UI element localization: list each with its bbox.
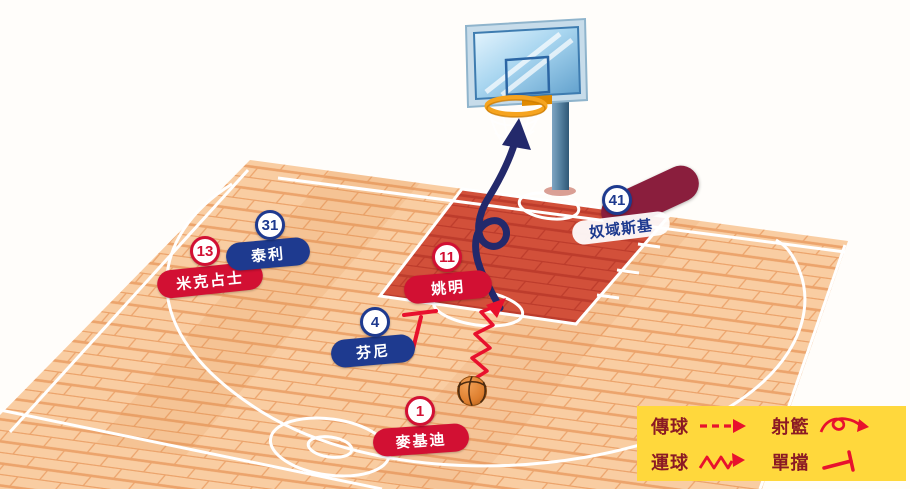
rim — [484, 95, 548, 117]
legend-label-pass: 傳球 — [651, 416, 689, 437]
player-marker-41: 41 奴域斯基 — [570, 159, 710, 248]
player-marker-13: 13 米克占士 — [155, 236, 267, 300]
legend-box: 傳球 射籃 運球 單擋 — [637, 406, 906, 481]
player-number-badge: 11 — [432, 242, 462, 272]
player-number-badge: 31 — [255, 210, 285, 240]
shoot-loop-arrow-icon — [819, 416, 869, 433]
legend-label-dribble: 運球 — [651, 452, 689, 473]
player-name-pill: 姚明 — [402, 269, 494, 305]
player-number-badge: 13 — [190, 236, 220, 266]
dribble-arrow — [470, 298, 506, 383]
dribble-zigzag-arrow-icon — [698, 452, 745, 469]
screen-bar-icon — [821, 449, 855, 472]
legend-item-dribble: 運球 — [651, 449, 772, 475]
player-marker-1: 1 麥基迪 — [371, 396, 475, 458]
legend-item-pass: 傳球 — [651, 413, 772, 439]
player-marker-4: 4 芬尼 — [329, 307, 421, 369]
legend-label-shoot: 射籃 — [771, 416, 810, 437]
player-marker-11: 11 姚明 — [402, 242, 498, 306]
player-marker-31: 31 泰利 — [224, 210, 318, 272]
legend-item-shoot: 射籃 — [772, 413, 893, 439]
player-name-pill: 芬尼 — [329, 333, 417, 369]
legend-label-screen: 單擋 — [771, 452, 810, 473]
player-name-pill: 奴域斯基 — [570, 210, 672, 246]
backboard — [464, 17, 589, 109]
pass-dashed-arrow-icon — [700, 418, 746, 433]
player-name-pill: 麥基迪 — [372, 422, 470, 458]
player-number-badge: 1 — [405, 396, 435, 426]
player-name-pill: 泰利 — [224, 236, 312, 272]
player-number-badge: 4 — [360, 307, 390, 337]
basketball-icon — [457, 376, 487, 406]
legend-item-screen: 單擋 — [772, 449, 893, 475]
basketball-hoop — [464, 17, 589, 196]
player-number-badge: 41 — [602, 185, 632, 215]
shot-arrow — [472, 118, 531, 312]
